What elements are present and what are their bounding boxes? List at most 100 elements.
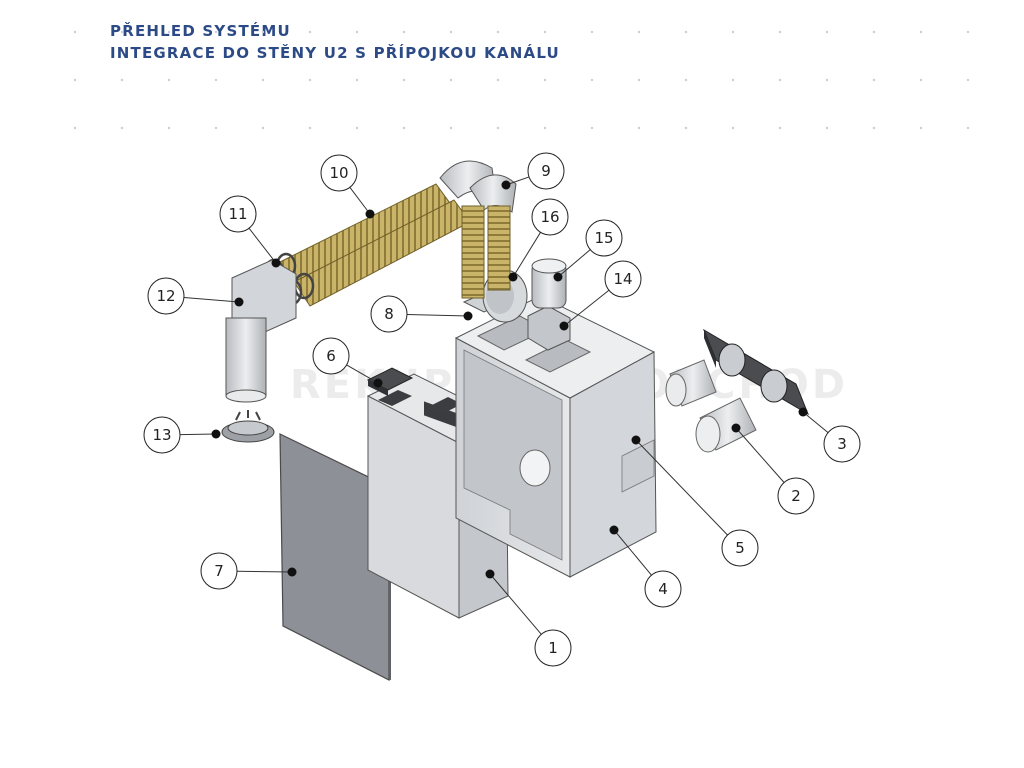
grid-dot [919, 126, 923, 130]
callout-number: 13 [152, 426, 171, 444]
callout-anchor-dot [553, 272, 563, 282]
callout-anchor-dot [271, 258, 281, 268]
grid-dot [402, 78, 406, 82]
callout-number: 9 [541, 162, 551, 180]
callout-2: 2 [731, 423, 815, 515]
grid-dot [543, 30, 547, 34]
callout-anchor-dot [798, 407, 808, 417]
callout-number: 8 [384, 305, 394, 323]
grid-dot [120, 126, 124, 130]
callout-15: 15 [553, 219, 623, 282]
grid-dot [966, 78, 970, 82]
callout-1: 1 [485, 569, 572, 667]
grid-dot [778, 30, 782, 34]
grid-dot [919, 78, 923, 82]
part-12-duct-elbow [225, 259, 297, 403]
grid-dot [449, 78, 453, 82]
grid-dot [261, 78, 265, 82]
grid-dot [449, 126, 453, 130]
callout-11: 11 [219, 195, 281, 268]
callout-leader-line [802, 411, 829, 433]
callout-leader-line [735, 427, 785, 483]
callout-number: 10 [329, 164, 348, 182]
callout-circle [200, 552, 238, 590]
callout-leader-line [183, 296, 240, 303]
callout-anchor-dot [501, 180, 511, 190]
grid-dot [308, 30, 312, 34]
callout-anchor-dot [609, 525, 619, 535]
callout-6: 6 [312, 337, 383, 388]
grid-dot [355, 78, 359, 82]
callout-anchor-dot [731, 423, 741, 433]
grid-dot [684, 126, 688, 130]
grid-dot [590, 126, 594, 130]
callout-circle [320, 154, 358, 192]
grid-dot [308, 78, 312, 82]
callout-leader-line [635, 439, 728, 536]
grid-dot [261, 30, 265, 34]
callout-number: 1 [548, 639, 558, 657]
callout-anchor-dot [559, 321, 569, 331]
part-3-wall-plate [702, 328, 810, 416]
callout-number: 16 [540, 208, 559, 226]
grid-dot [731, 30, 735, 34]
grid-dot [73, 126, 77, 130]
grid-dot [496, 78, 500, 82]
part-13-floor-outlet [221, 410, 275, 443]
callout-circle [531, 198, 569, 236]
callout-anchor-dot [631, 435, 641, 445]
callout-number: 15 [594, 229, 613, 247]
grid-dot [73, 30, 77, 34]
callout-13: 13 [143, 416, 221, 454]
grid-dot [449, 30, 453, 34]
grid-dot [966, 126, 970, 130]
callout-circle [147, 277, 185, 315]
callout-leader-line [557, 249, 591, 278]
grid-dot [590, 30, 594, 34]
grid-dot [167, 30, 171, 34]
callout-anchor-dot [211, 429, 221, 439]
callout-number: 12 [156, 287, 175, 305]
grid-dot [684, 30, 688, 34]
grid-dot [825, 126, 829, 130]
callout-circle [312, 337, 350, 375]
title-line-1: PŘEHLED SYSTÉMU [110, 22, 291, 40]
callout-leader-line [512, 232, 541, 278]
part-15-connector [531, 258, 567, 309]
callout-16: 16 [508, 198, 569, 282]
callout-number: 7 [214, 562, 224, 580]
callout-leader-line [489, 573, 542, 635]
callout-circle [370, 295, 408, 333]
callout-4: 4 [609, 525, 682, 608]
grid-dot [167, 126, 171, 130]
callout-circle [721, 529, 759, 567]
callout-number: 11 [228, 205, 247, 223]
grid-dot [120, 78, 124, 82]
callout-10: 10 [320, 154, 375, 219]
part-10-flexible-hoses [275, 183, 511, 307]
grid-dot [778, 78, 782, 82]
callout-anchor-dot [485, 569, 495, 579]
grid-dot [825, 30, 829, 34]
callout-circle [585, 219, 623, 257]
part-2-pipes [665, 359, 757, 453]
callout-circle [534, 629, 572, 667]
callout-12: 12 [147, 277, 244, 315]
grid-dot [637, 126, 641, 130]
callout-circle [644, 570, 682, 608]
grid-dot [543, 126, 547, 130]
callout-anchor-dot [373, 378, 383, 388]
callout-anchor-dot [234, 297, 244, 307]
grid-dot [966, 30, 970, 34]
grid-dot [637, 78, 641, 82]
grid-dot [402, 126, 406, 130]
callout-circle [604, 260, 642, 298]
grid-dot [496, 30, 500, 34]
grid-dot [919, 30, 923, 34]
title-line-2: INTEGRACE DO STĚNY U2 S PŘÍPOJKOU KANÁLU [110, 44, 560, 62]
callout-leader-line [346, 364, 379, 384]
callout-5: 5 [631, 435, 759, 567]
